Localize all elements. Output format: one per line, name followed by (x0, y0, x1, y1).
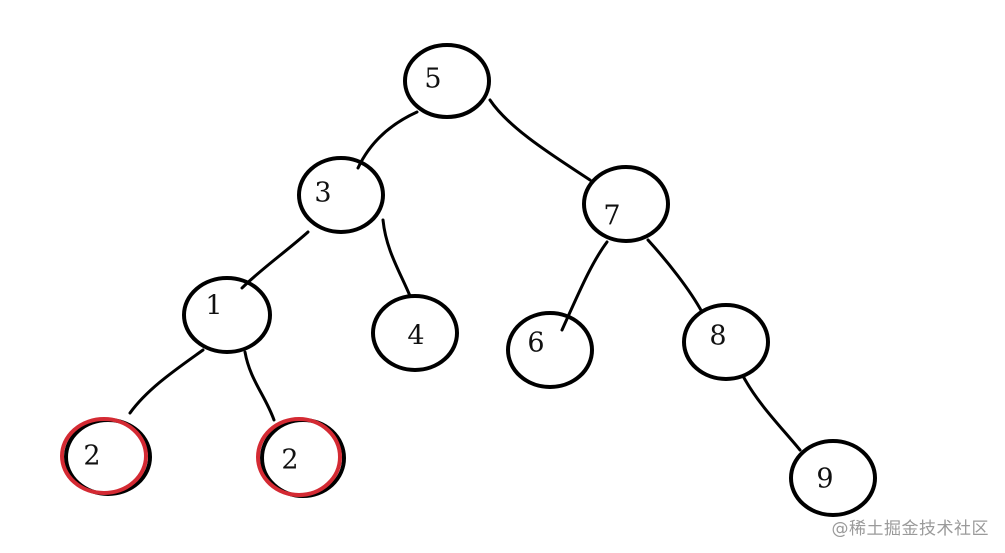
node-label-n2b: 2 (281, 445, 298, 476)
node-outline-n8 (682, 303, 770, 381)
tree-node-n2a: 2 (60, 417, 152, 496)
tree-node-n8: 8 (682, 303, 770, 381)
node-label-n2a: 2 (83, 441, 100, 472)
tree-node-n9: 9 (789, 439, 877, 517)
edge-n5-n7 (488, 98, 592, 182)
node-label-n8: 8 (709, 321, 726, 352)
node-label-n6: 6 (527, 328, 544, 359)
node-highlight-ring-n2b (256, 417, 342, 497)
node-highlight-ring-n2a (60, 417, 148, 495)
tree-nodes: 5 3 7 1 4 6 8 2 2 9 (60, 43, 877, 517)
node-outline-n4 (371, 294, 459, 372)
node-outline-n9 (789, 439, 877, 517)
tree-node-n7: 7 (582, 165, 670, 243)
tree-node-n5: 5 (403, 43, 491, 119)
tree-edges (128, 98, 802, 452)
node-outline-n3 (297, 156, 385, 234)
node-label-n3: 3 (314, 178, 331, 209)
node-label-n4: 4 (407, 321, 424, 352)
node-outline-n1 (182, 276, 272, 354)
node-outline-n6 (506, 311, 594, 389)
node-label-n7: 7 (603, 201, 620, 232)
node-outline-n7 (582, 165, 670, 243)
node-label-n5: 5 (424, 64, 441, 95)
edge-n1-n2a (128, 348, 205, 415)
edge-n3-n1 (240, 230, 310, 290)
edge-n7-n6 (560, 240, 609, 332)
tree-node-n4: 4 (371, 294, 459, 372)
node-outline-n5 (403, 43, 491, 119)
tree-node-n1: 1 (182, 276, 272, 354)
edge-n5-n3 (356, 110, 419, 170)
tree-node-n2b: 2 (256, 417, 346, 498)
edge-n1-n2b (243, 350, 276, 422)
watermark-text: @稀土掘金技术社区 (831, 519, 989, 539)
edge-n7-n8 (646, 238, 704, 314)
edge-n3-n4 (381, 218, 412, 298)
node-label-n9: 9 (816, 464, 833, 495)
tree-node-n3: 3 (297, 156, 385, 234)
edge-n8-n9 (741, 374, 802, 452)
node-label-n1: 1 (205, 291, 222, 322)
tree-node-n6: 6 (506, 311, 594, 389)
